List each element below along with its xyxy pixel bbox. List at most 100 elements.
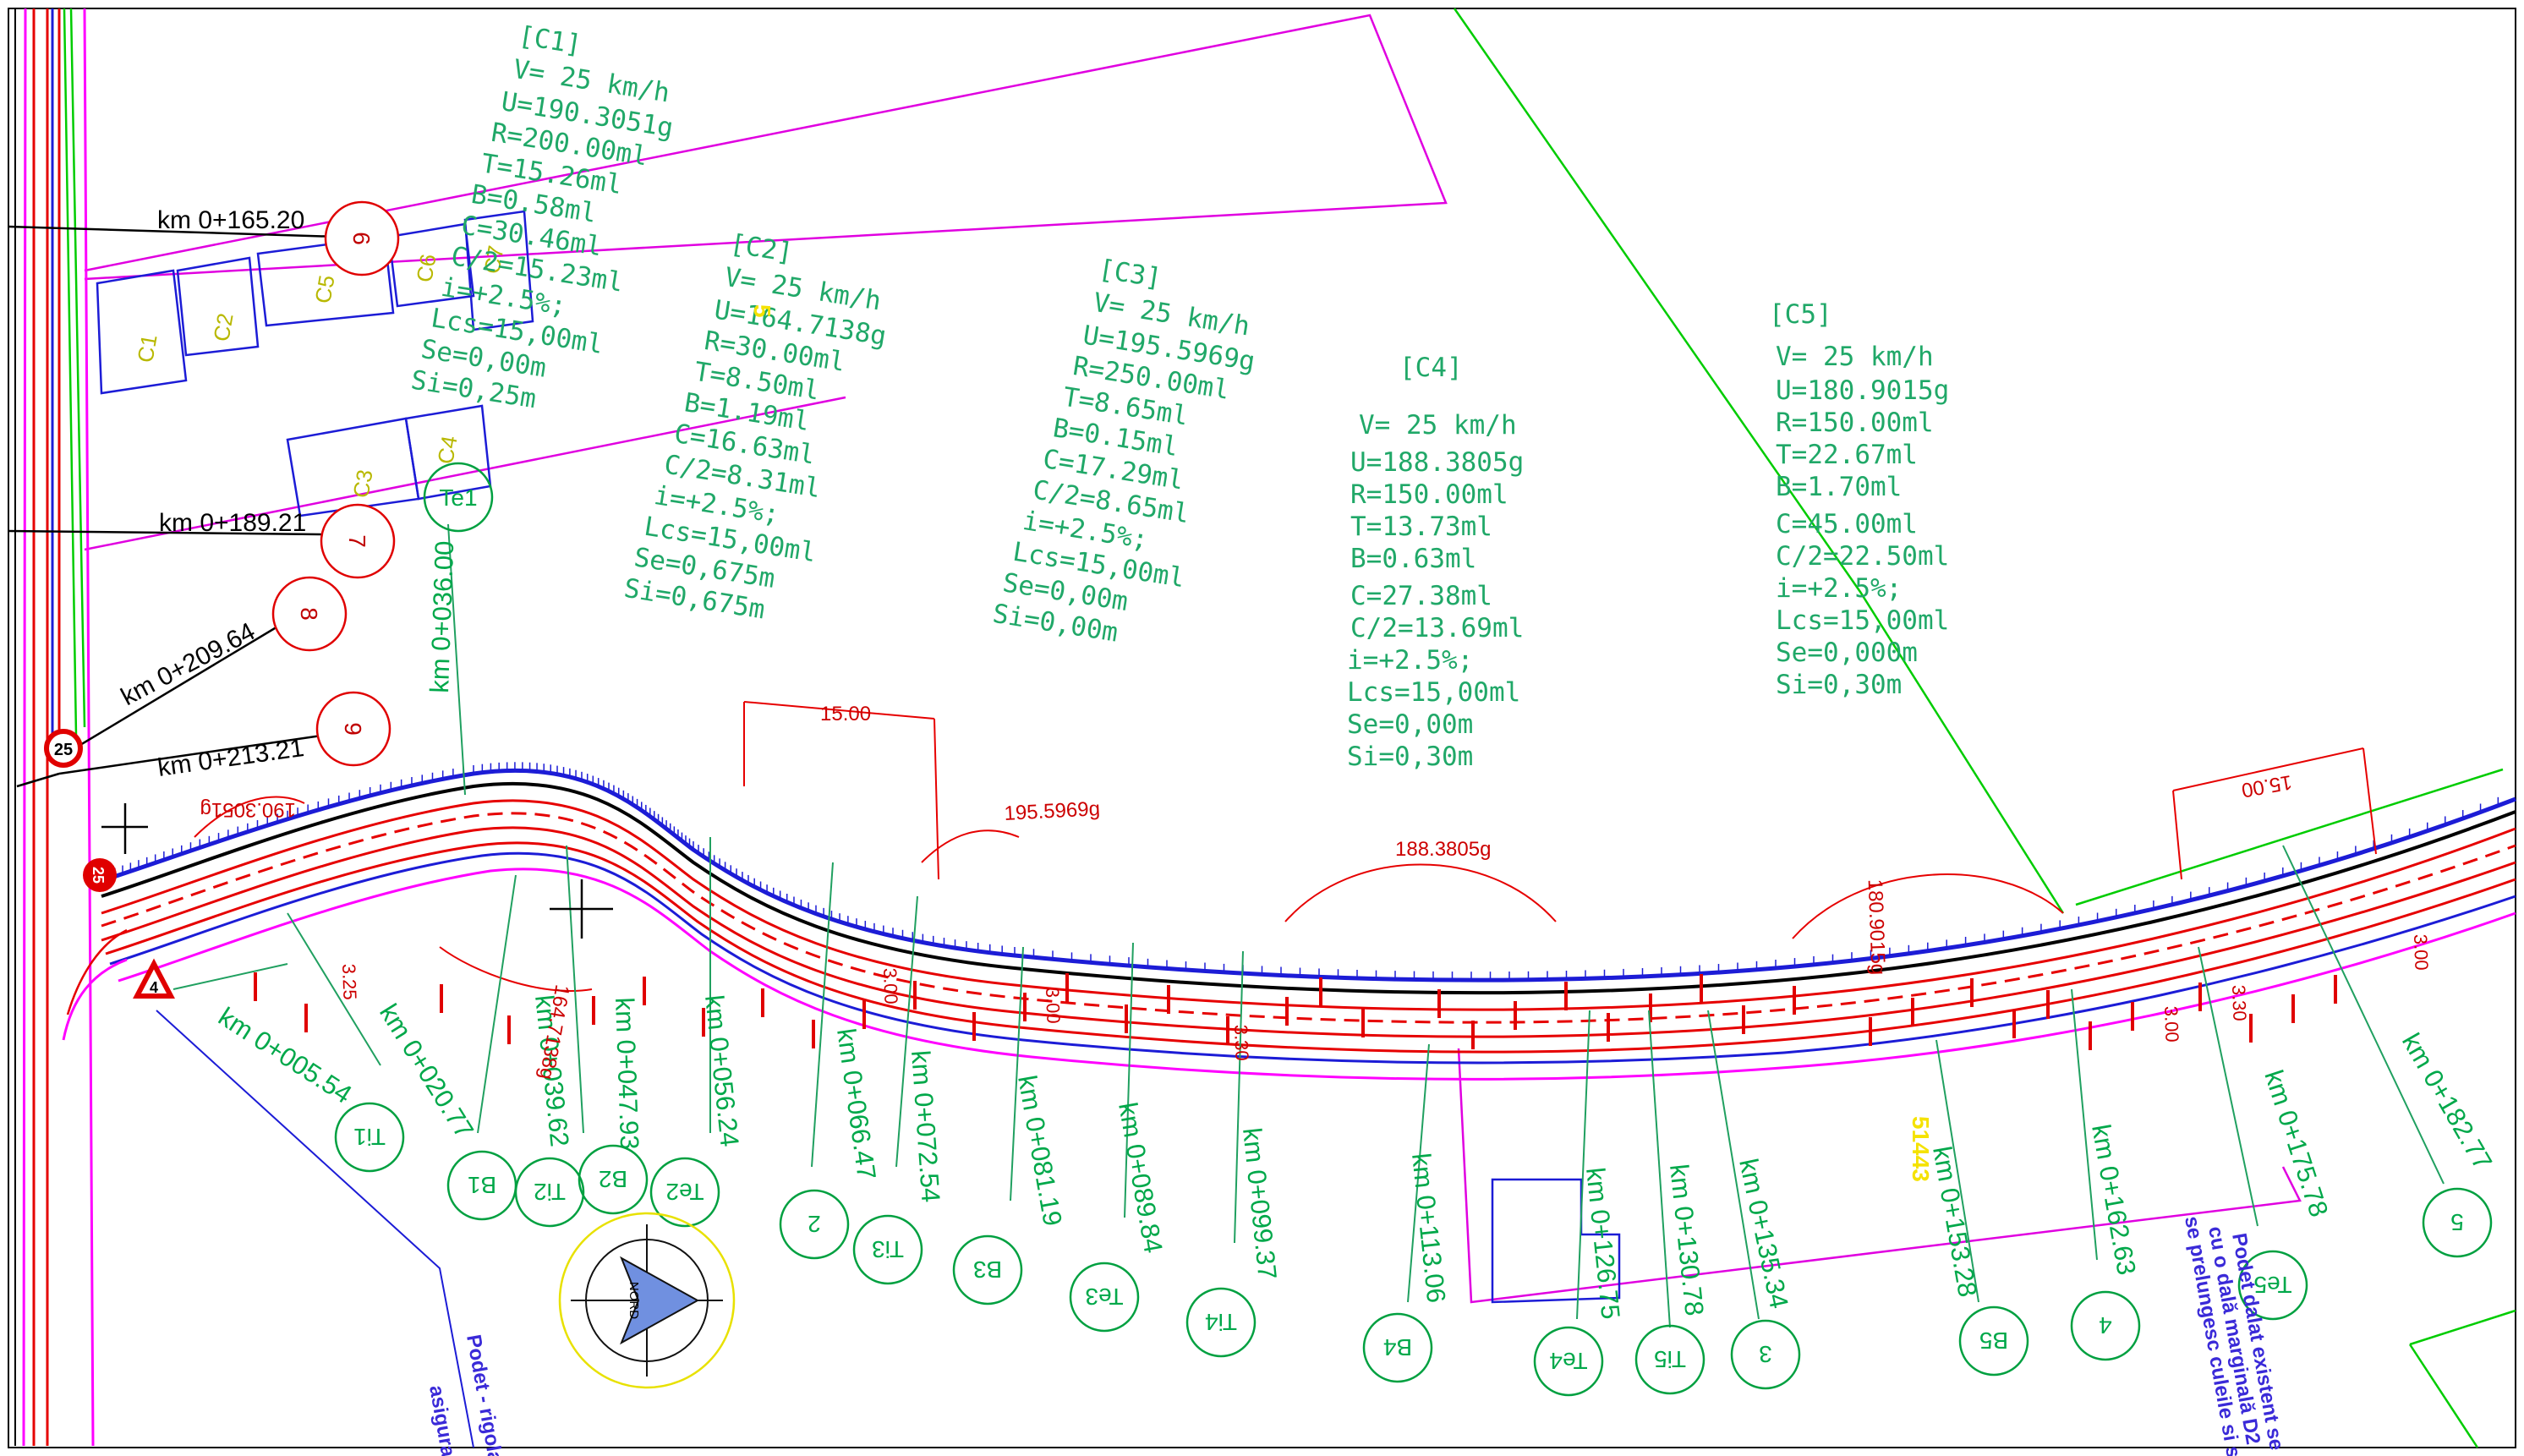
svg-text:Se=0,00m: Se=0,00m (1347, 709, 1473, 740)
road-edge-ticks (92, 762, 2499, 981)
svg-text:2: 2 (808, 1211, 821, 1237)
plot-boundary (84, 14, 1448, 281)
svg-text:V= 25 km/h: V= 25 km/h (1776, 342, 1934, 372)
speed-limit-sign-icon: 25 (44, 729, 83, 768)
yellow-parcel-label: 51443 (1908, 1116, 1934, 1182)
svg-text:Si=0,30m: Si=0,30m (1776, 670, 1902, 700)
level-marker (507, 1015, 511, 1044)
svg-text:C/2=22.50ml: C/2=22.50ml (1776, 541, 1949, 572)
svg-text:4: 4 (2099, 1312, 2112, 1338)
km-label-black: km 0+209.64 (117, 617, 260, 711)
north-arrow-icon: NORD (558, 1212, 736, 1389)
svg-text:9: 9 (340, 722, 366, 736)
km-label-station: km 0+162.63 (2086, 1122, 2142, 1277)
level-points (254, 972, 2337, 1050)
crosshair-icon (101, 803, 613, 939)
station-circle-green: B2 (578, 1144, 649, 1215)
main-road (62, 768, 2516, 1081)
building-c3 (286, 417, 420, 517)
km-label-station: km 0+135.34 (1733, 1156, 1794, 1311)
level-marker (2012, 1010, 2016, 1038)
station-circle-green: 4 (2070, 1290, 2141, 1361)
km-label-station: km 0+113.06 (1406, 1152, 1451, 1304)
svg-text:Te4: Te4 (1549, 1348, 1587, 1374)
station-circle-green: B5 (1958, 1305, 2029, 1377)
level-marker (1065, 973, 1069, 1002)
svg-text:[C3]: [C3] (1097, 254, 1163, 293)
dimension-label: 3.00 (879, 967, 901, 1004)
km-label-station: km 0+036.00 (424, 540, 459, 693)
level-marker (1869, 1017, 1872, 1046)
station-circle-9: 9 (315, 691, 391, 767)
svg-text:C=45.00ml: C=45.00ml (1776, 509, 1918, 539)
svg-text:7: 7 (344, 534, 370, 548)
station-circle-green: Ti4 (1185, 1287, 1257, 1358)
curve-block-c1: [C1] V= 25 km/h U=190.3051g R=200.00ml T… (408, 20, 675, 414)
dimension-label: 3.25 (338, 963, 360, 1000)
angle-label: 195.5969g (1004, 797, 1101, 825)
level-marker (2089, 1021, 2092, 1050)
building-c6 (387, 222, 475, 308)
svg-text:NORD: NORD (627, 1282, 641, 1319)
svg-text:R=150.00ml: R=150.00ml (1350, 479, 1508, 510)
km-label-station: km 0+130.78 (1664, 1163, 1710, 1317)
level-marker (913, 981, 917, 1010)
km-leader-line (8, 529, 322, 536)
svg-text:Se=0,000m: Se=0,000m (1776, 638, 1918, 668)
level-marker (1700, 974, 1703, 1003)
svg-text:B=0.63ml: B=0.63ml (1350, 544, 1476, 574)
svg-text:25: 25 (54, 741, 73, 759)
km-label-station: km 0+020.77 (374, 999, 479, 1143)
station-circle-green: B1 (446, 1150, 517, 1221)
building-label: C2 (208, 311, 238, 343)
station-circle-7: 7 (320, 503, 396, 579)
km-label-station: km 0+072.54 (906, 1049, 945, 1203)
km-label-station: km 0+081.19 (1012, 1073, 1068, 1228)
level-marker (1285, 997, 1289, 1026)
km-label-station: km 0+099.37 (1237, 1126, 1283, 1281)
boundary-line (2408, 1309, 2516, 1448)
km-label-station: km 0+089.84 (1113, 1100, 1169, 1255)
curve-arcs (194, 701, 2377, 992)
dimension-label: 3.00 (2410, 933, 2432, 971)
svg-text:[C1]: [C1] (517, 20, 583, 60)
svg-text:Te1: Te1 (439, 484, 477, 511)
svg-text:B3: B3 (973, 1256, 1002, 1283)
level-marker (643, 977, 646, 1005)
svg-text:B2: B2 (599, 1166, 627, 1192)
building-label: C3 (348, 468, 377, 500)
curve-block-c3: [C3] V= 25 km/h U=195.5969g R=250.00ml T… (990, 254, 1257, 648)
svg-text:Te2: Te2 (665, 1179, 704, 1205)
station-circle-green: Ti1 (334, 1102, 405, 1173)
dimension-label: 3.30 (1230, 1024, 1252, 1061)
svg-text:U=180.9015g: U=180.9015g (1776, 375, 1949, 406)
svg-text:T=22.67ml: T=22.67ml (1776, 440, 1918, 470)
station-circle-green: 3 (1730, 1319, 1801, 1390)
warning-triangle-icon: 4 (133, 958, 175, 999)
level-marker (254, 972, 257, 1001)
curve-block-c2: [C2] V= 25 km/h U=164.7138g R=30.00ml T=… (621, 228, 888, 625)
km-label-station: km 0+066.47 (831, 1026, 882, 1181)
plot-boundary (1457, 1048, 2302, 1304)
svg-text:5: 5 (2450, 1209, 2464, 1235)
km-leader-line (58, 734, 322, 775)
dimension-label: 15.00 (2240, 770, 2294, 802)
svg-text:B4: B4 (1383, 1334, 1412, 1360)
station-circle-8: 8 (271, 576, 348, 652)
svg-text:C=27.38ml: C=27.38ml (1350, 581, 1492, 611)
svg-text:T=13.73ml: T=13.73ml (1350, 512, 1492, 542)
level-marker (1564, 982, 1568, 1010)
km-label-black: km 0+165.20 (157, 206, 304, 234)
dimension-label: 3.00 (1042, 987, 1064, 1024)
svg-text:Ti4: Ti4 (1205, 1309, 1237, 1335)
svg-text:Ti5: Ti5 (1654, 1346, 1686, 1372)
station-circle-green: 2 (779, 1189, 850, 1260)
building-label: C6 (411, 252, 441, 284)
station-circle-green: Te4 (1533, 1326, 1604, 1397)
boundary-line (1453, 8, 2065, 914)
svg-text:[C5]: [C5] (1769, 299, 1832, 330)
svg-text:Lcs=15,00ml: Lcs=15,00ml (1776, 605, 1949, 636)
level-marker (972, 1012, 976, 1041)
level-marker (1319, 977, 1322, 1006)
svg-text:Ti1: Ti1 (353, 1124, 386, 1150)
